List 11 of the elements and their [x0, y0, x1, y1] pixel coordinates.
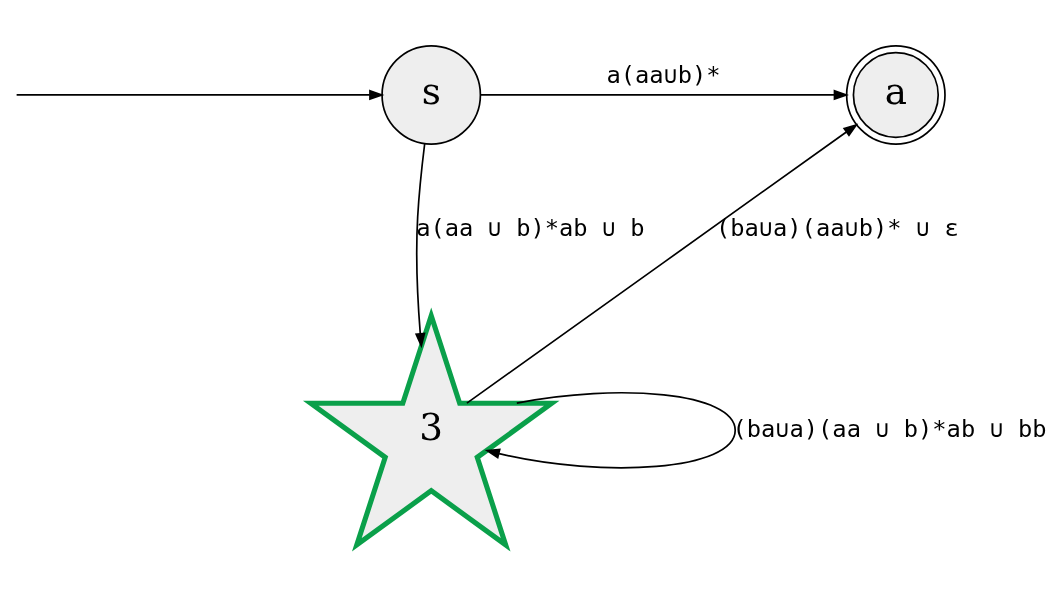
node-circle: s [381, 44, 482, 145]
edge-label: (ba∪a)(aa ∪ b)*ab ∪ bb [732, 414, 1047, 443]
arrow [466, 122, 859, 404]
node-circle: a [845, 44, 946, 145]
edge-label: (ba∪a)(aa∪b)* ∪ ε [715, 213, 959, 242]
arrow [414, 142, 426, 348]
edge-label: a(aa∪b)* [606, 60, 721, 89]
arrow [479, 89, 849, 100]
edge-label: a(aa ∪ b)*ab ∪ b [416, 213, 645, 242]
arrow [15, 89, 385, 100]
arrow [484, 391, 737, 469]
